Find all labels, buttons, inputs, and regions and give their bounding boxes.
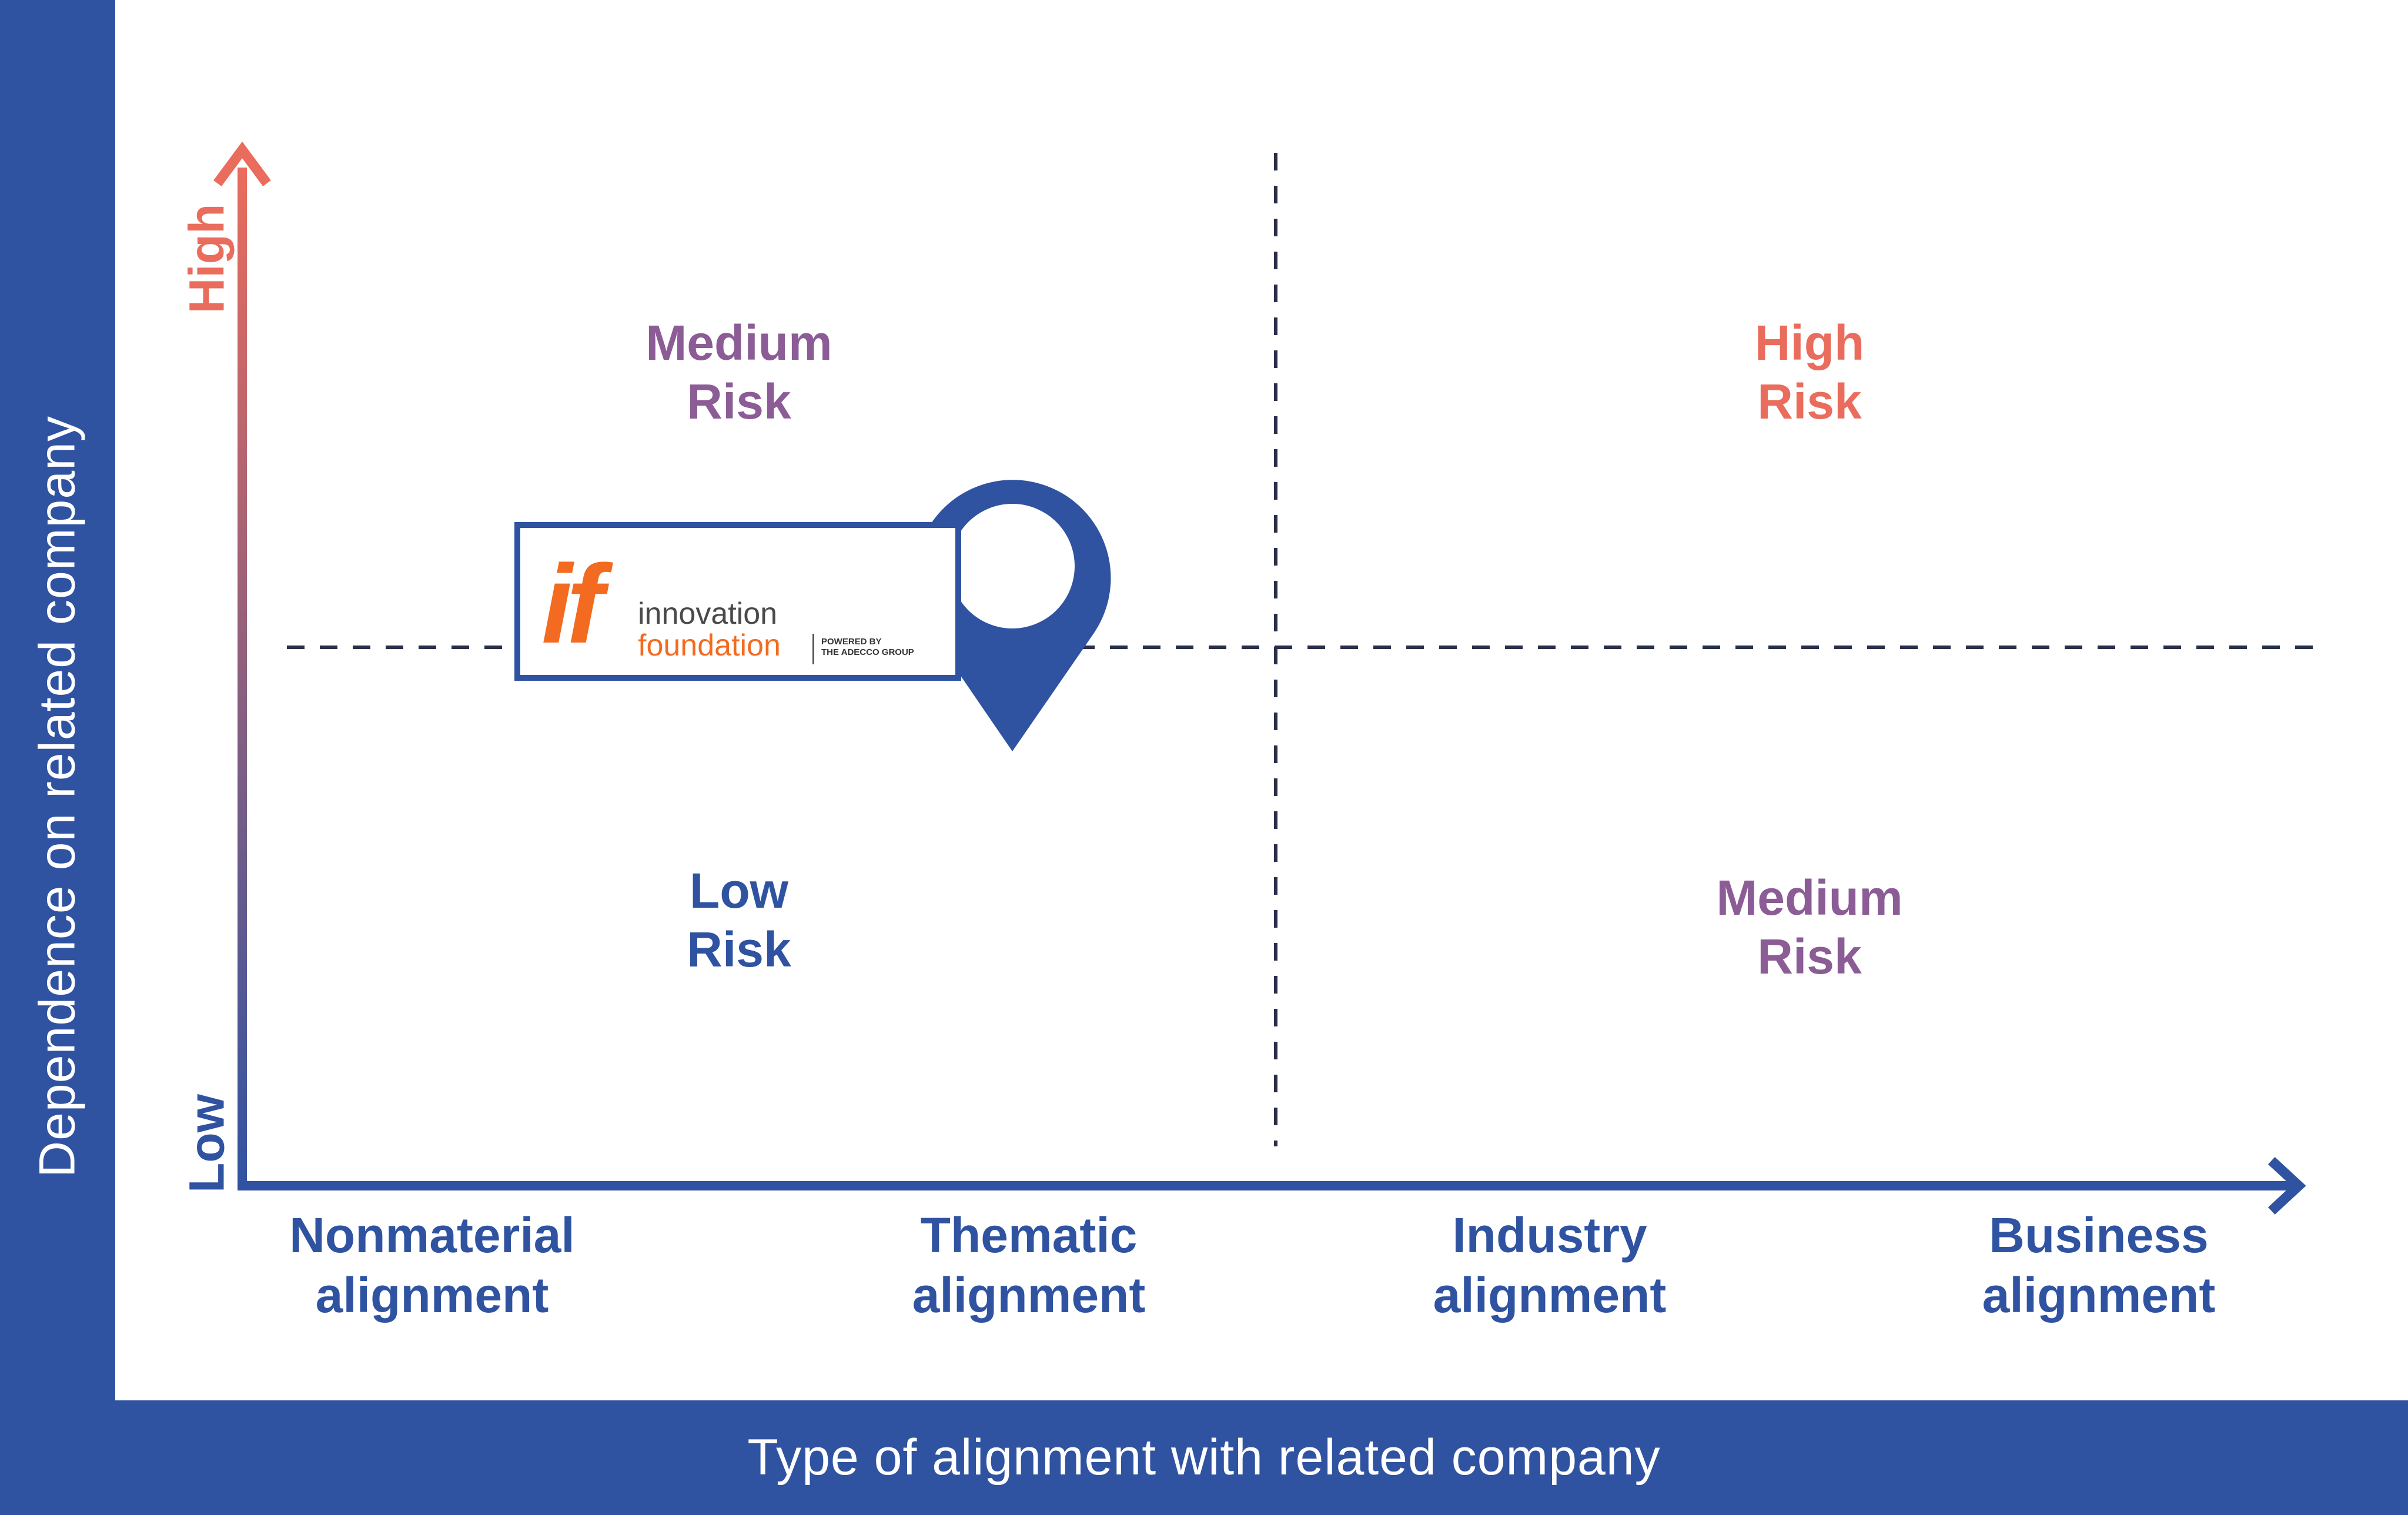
logo-wordmark-line1: innovation [638, 597, 778, 631]
left-title-band [0, 0, 115, 1515]
y-axis-line [238, 168, 247, 1190]
logo-wordmark-line2: foundation [638, 628, 781, 663]
logo-separator [812, 634, 814, 664]
map-pin-icon [914, 480, 1111, 751]
x-axis-line [238, 1181, 2295, 1190]
x-axis-arrowhead [2267, 1156, 2306, 1215]
bottom-title-band [0, 1400, 2408, 1515]
logo-mark: if [541, 542, 604, 667]
y-axis-arrowhead [213, 141, 271, 186]
y-axis-low-label: Low [179, 1094, 235, 1193]
x-axis-title: Type of alignment with related company [747, 1429, 1661, 1486]
y-axis-high-label: High [179, 203, 235, 314]
